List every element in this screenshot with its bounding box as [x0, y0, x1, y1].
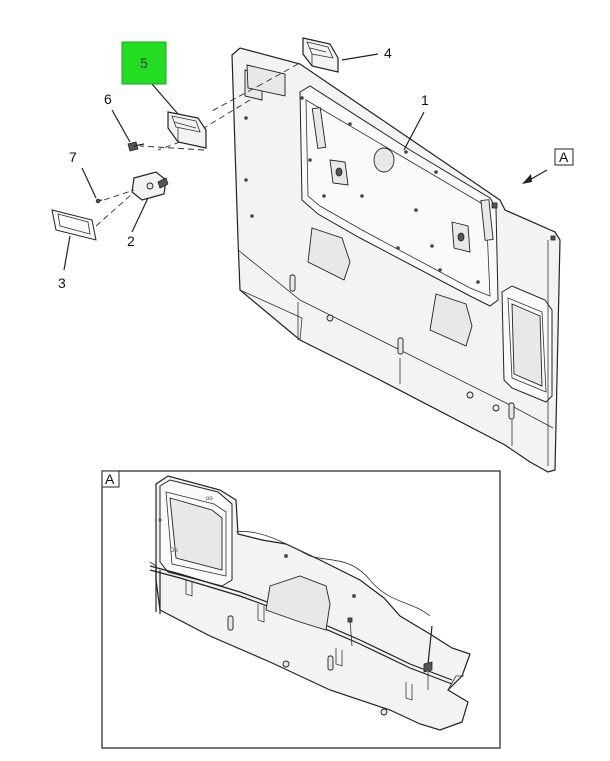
lamp-assembly-5 — [167, 111, 207, 149]
callout-1: 1 — [421, 92, 429, 108]
callout-5: 5 — [140, 55, 148, 71]
leader-lines — [63, 53, 548, 271]
bracket-2 — [131, 171, 169, 201]
view-label-main-text: A — [559, 149, 569, 165]
detail-view: A oo Do — [101, 470, 501, 749]
gasket-3 — [51, 209, 97, 241]
svg-text:oo: oo — [206, 496, 213, 502]
callout-2: 2 — [127, 233, 135, 249]
callout-6: 6 — [104, 91, 112, 107]
svg-text:Do: Do — [170, 548, 178, 554]
lamp-assembly-4 — [302, 37, 339, 73]
callout-5-highlight — [121, 41, 167, 85]
assembly-lines — [95, 63, 299, 227]
view-label-main: A — [554, 148, 574, 166]
screw-6 — [127, 141, 145, 152]
back-panel — [231, 47, 561, 473]
callout-4: 4 — [384, 45, 392, 61]
view-label-detail-text: A — [105, 471, 115, 487]
callout-7: 7 — [69, 149, 77, 165]
callout-3: 3 — [58, 275, 66, 291]
pin-7 — [95, 198, 103, 204]
